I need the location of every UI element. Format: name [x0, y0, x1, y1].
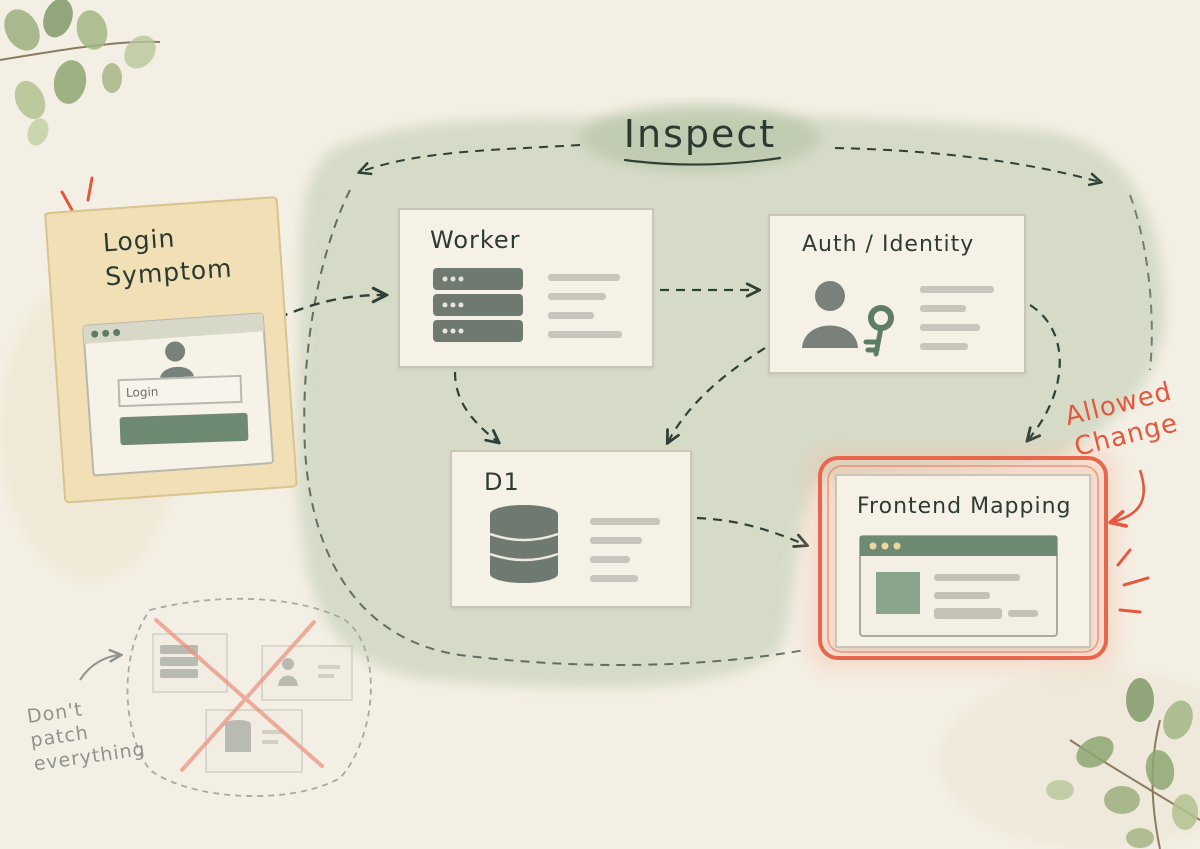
frontend-mapping-node: Frontend Mapping [835, 474, 1091, 648]
auth-text-lines [920, 286, 994, 362]
login-button [119, 412, 249, 446]
arrow-auth-to-d1 [668, 347, 766, 442]
loop-arrow-right [834, 147, 1100, 182]
loop-arrow-left [360, 144, 581, 172]
leaf-icon [1046, 678, 1200, 849]
frontend-highlight-outline [818, 456, 1108, 660]
d1-node: D1 [450, 450, 692, 608]
login-symptom-title: Login Symptom [102, 218, 234, 295]
auth-identity-title: Auth / Identity [802, 232, 975, 257]
leaf-icon [0, 0, 161, 146]
d1-text-lines [590, 518, 660, 594]
user-icon [165, 341, 186, 362]
worker-node: Worker [398, 208, 654, 368]
dont-patch-mini-boxes [152, 633, 353, 773]
frontend-mapping-title: Frontend Mapping [857, 494, 1072, 519]
cross-out-mark [154, 618, 324, 772]
arrow-d1-to-frontend [696, 516, 806, 545]
frontend-highlight-inner [827, 465, 1099, 653]
arrow-auth-to-frontend [1028, 304, 1061, 440]
arrow-symptom-to-worker [277, 295, 385, 320]
d1-title: D1 [484, 468, 520, 496]
inspect-underline [623, 156, 782, 166]
dont-patch-arrow [79, 655, 120, 681]
loop-path-right [1129, 194, 1153, 371]
allowed-change-arrow [1112, 469, 1146, 522]
worker-text-lines [548, 274, 622, 350]
worker-title: Worker [430, 226, 521, 254]
frontend-sparks [1116, 548, 1150, 614]
arrow-worker-to-d1 [453, 371, 498, 442]
login-input: Login [117, 374, 243, 408]
inspect-label: Inspect [623, 112, 777, 156]
inspect-label-wash [580, 104, 820, 172]
loop-path-left [303, 189, 806, 666]
auth-identity-node: Auth / Identity [768, 214, 1026, 374]
